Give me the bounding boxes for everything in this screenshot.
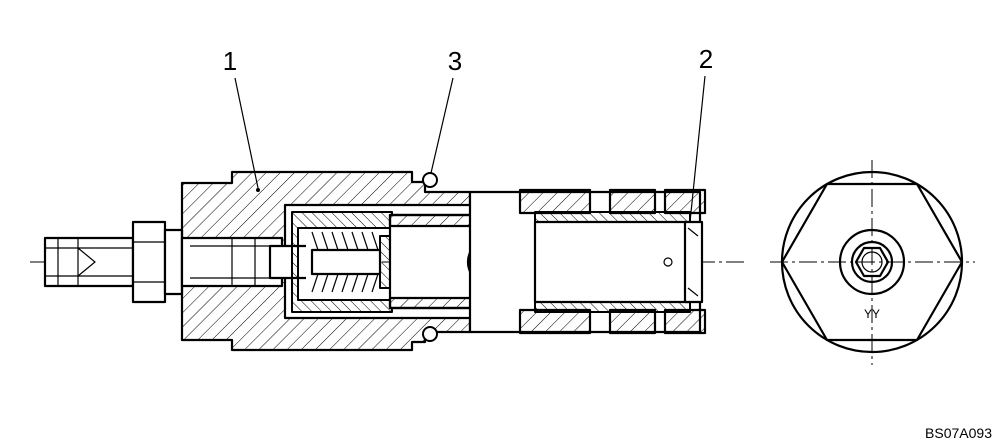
callout-3: 3 (430, 46, 462, 174)
valve-end-view: YY (770, 160, 975, 365)
spring (306, 231, 382, 293)
callout-2: 2 (689, 44, 713, 223)
callout-1-leader (234, 77, 259, 189)
cartridge-sleeve (468, 188, 707, 335)
callout-1-dot (256, 188, 260, 192)
callout-2-label: 2 (699, 44, 713, 74)
valve-section-view (30, 170, 745, 352)
callout-2-leader (689, 75, 706, 223)
end-view-mark: YY (864, 307, 880, 321)
poppet-stem (268, 244, 312, 280)
lock-nut (131, 220, 184, 304)
callout-3-label: 3 (448, 46, 462, 76)
valve-body (180, 170, 472, 352)
callout-1-label: 1 (223, 46, 237, 76)
figure-code: BS07A093 (925, 425, 992, 441)
o-ring-bottom (422, 326, 438, 342)
adjusting-screw (43, 236, 135, 288)
o-ring-top (422, 172, 438, 188)
callout-1: 1 (223, 46, 260, 192)
end-view-hex (780, 182, 964, 342)
callout-3-leader (430, 77, 454, 174)
